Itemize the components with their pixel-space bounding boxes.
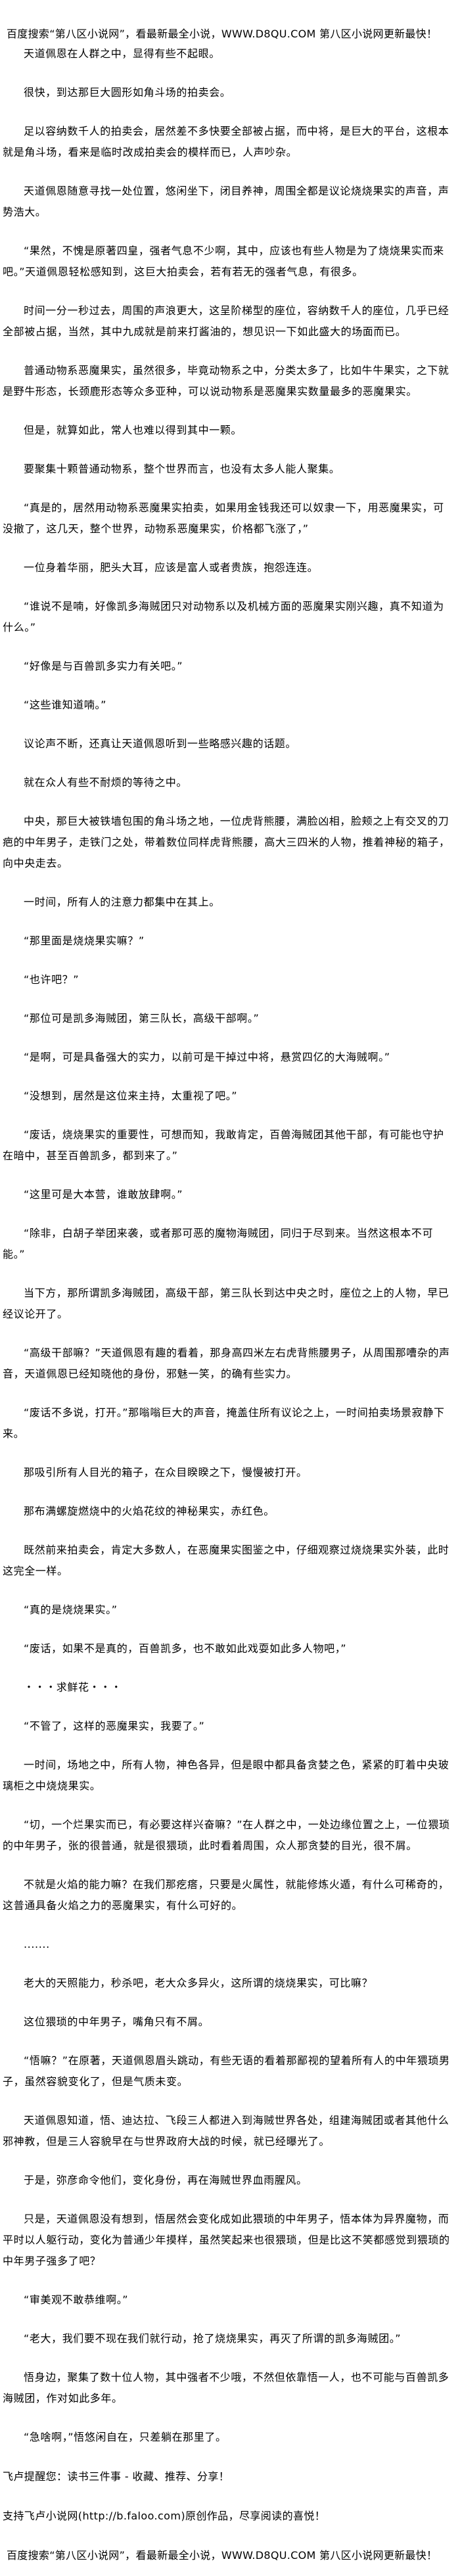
paragraph: 那吸引所有人目光的箱子，在众目睽睽之下，慢慢被打开。	[24, 1466, 308, 1479]
paragraph: 一位身着华丽，肥头大耳，应该是富人或者贵族，抱怨连连。	[24, 561, 319, 574]
paragraph: 普通动物系恶魔果实，虽然很多，毕竟动物系之中，分类太多了，比如牛牛果实，之下就是…	[3, 364, 449, 398]
paragraph: “没想到，居然是这位来主持，太重视了吧。”	[24, 1090, 238, 1102]
paragraph: “谁说不是喃，好像凯多海贼团只对动物系以及机械方面的恶魔果实刚兴趣，真不知道为什…	[3, 600, 444, 633]
faloo-reminder: 飞卢提醒您：读书三件事 - 收藏、推荐、分享！	[3, 2470, 230, 2483]
paragraph: “也许吧？”	[24, 973, 80, 986]
paragraph: “悟嘛？”在原著，天道佩恩眉头跳动，有些无语的看着那鄙视的望着所有人的中年猥琐男…	[3, 2054, 450, 2088]
paragraph: “好像是与百兽凯多实力有关吧。”	[24, 660, 183, 672]
paragraph: “果然，不愧是原著四皇，强者气息不少啊，其中，应该也有些人物是为了烧烧果实而来吧…	[3, 244, 444, 278]
paragraph: 既然前来拍卖会，肯定大多数人，在恶魔果实图鉴之中，仔细观察过烧烧果实外装，此时这…	[3, 1544, 449, 1577]
paragraph: “真是的，居然用动物系恶魔果实拍卖，如果用金钱我还可以奴隶一下，用恶魔果实，可没…	[3, 501, 444, 535]
paragraph: 不就是火焰的能力嘛？在我们那疙瘩，只要是火属性，就能修炼火遁，有什么可稀奇的，这…	[3, 1878, 449, 1912]
paragraph: 一时间，场地之中，所有人物，神色各异，但是眼中都具备贪婪之色，紧紧的盯着中央玻璃…	[3, 1759, 449, 1792]
paragraph: “是啊，可是具备强大的实力，以前可是干掉过中将，悬赏四亿的大海贼啊。”	[24, 1051, 390, 1063]
paragraph: 一时间，所有人的注意力都集中在其上。	[24, 896, 220, 908]
site-banner-top: 百度搜索“第八区小说网”，看最新最全小说，WWW.D8QU.COM 第八区小说网…	[7, 28, 438, 40]
paragraph: 足以容纳数千人的拍卖会，居然差不多快要全部被占据，而中将，是巨大的平台，这根本就…	[3, 125, 449, 158]
chapter-body: 天道佩恩在人群之中，显得有些不起眼。很快，到达那巨大圆形如角斗场的拍卖会。足以容…	[3, 43, 455, 2448]
paragraph: “急啥啊，”悟悠闲自在，只差躺在那里了。	[24, 2431, 227, 2443]
paragraph: 当下方，那所谓凯多海贼团，高级干部，第三队长到达中央之时，座位之上的人物，早已经…	[3, 1287, 449, 1320]
paragraph: “废话，如果不是真的，百兽凯多，也不敢如此戏耍如此多人物吧，”	[24, 1642, 347, 1655]
paragraph: 这位猥琐的中年男子，嘴角只有不屑。	[24, 2015, 210, 2028]
paragraph: “废话，烧烧果实的重要性，可想而知，我敢肯定，百兽海贼团其他干部，有可能也守护在…	[3, 1128, 444, 1162]
paragraph: 就在众人有些不耐烦的等待之中。	[24, 776, 188, 789]
paragraph: 要聚集十颗普通动物系，整个世界而言，也没有太多人能人聚集。	[24, 463, 340, 475]
site-banner-bottom: 百度搜索“第八区小说网”，看最新最全小说，WWW.D8QU.COM 第八区小说网…	[7, 2549, 438, 2562]
paragraph: “废话不多说，打开。”那嗡嗡巨大的声音，掩盖住所有议论之上，一时间拍卖场景寂静下…	[3, 1406, 445, 1440]
paragraph: “这些谁知道喃。”	[24, 699, 106, 711]
paragraph: 但是，就算如此，常人也难以得到其中一颗。	[24, 424, 242, 436]
paragraph: ・・・求鲜花・・・	[24, 1681, 122, 1693]
paragraph: 只是，天道佩恩没有想到，悟居然会变化成如此猥琐的中年男子，悟本体为异界魔物，而平…	[3, 2213, 450, 2267]
paragraph: “不管了，这样的恶魔果实，我要了。”	[24, 1720, 205, 1732]
paragraph: “真的是烧烧果实。”	[24, 1603, 118, 1616]
paragraph: 很快，到达那巨大圆形如角斗场的拍卖会。	[24, 86, 231, 99]
paragraph: 悟身边，聚集了数十位人物，其中强者不少哦，不然但依靠悟一人，也不可能与百兽凯多海…	[3, 2371, 449, 2404]
paragraph: 中央，那巨大被铁墙包围的角斗场之地，一位虎背熊腰，满脸凶相，脸颊之上有交叉的刀疤…	[3, 815, 450, 869]
paragraph: “那里面是烧烧果实嘛？”	[24, 934, 145, 947]
paragraph: 天道佩恩知道，悟、迪达拉、飞段三人都进入到海贼世界各处，组建海贼团或者其他什么邪…	[3, 2114, 449, 2148]
paragraph: 时间一分一秒过去，周围的声浪更大，这呈阶梯型的座位，容纳数千人的座位，几乎已经全…	[3, 304, 449, 338]
paragraph: 议论声不断，还真让天道佩恩听到一些略感兴趣的话题。	[24, 737, 297, 750]
paragraph: “那位可是凯多海贼团，第三队长，高级干部啊。”	[24, 1012, 260, 1024]
paragraph: 天道佩恩随意寻找一处位置，悠闲坐下，闭目养神，周围全都是议论烧烧果实的声音，声势…	[3, 185, 449, 218]
paragraph: 那布满螺旋燃烧中的火焰花纹的神秘果实，赤红色。	[24, 1505, 275, 1517]
paragraph: 于是，弥彦命令他们，变化身份，再在海贼世界血雨腥风。	[24, 2174, 308, 2186]
paragraph: .......	[24, 1938, 50, 1950]
paragraph: “审美观不敢恭维啊。”	[24, 2293, 129, 2306]
paragraph: “切，一个烂果实而已，有必要这样兴奋嘛？”在人群之中，一处边缘位置之上，一位猥琐…	[3, 1818, 450, 1852]
paragraph: “这里可是大本营，谁敢放肆啊。”	[24, 1188, 183, 1201]
paragraph: “老大，我们要不现在我们就行动，抢了烧烧果实，再灭了所谓的凯多海贼团。”	[24, 2332, 402, 2345]
paragraph: “高级干部嘛？”天道佩恩有趣的看着，那身高四米左右虎背熊腰男子，从周围那嘈杂的声…	[3, 1346, 450, 1380]
paragraph: 天道佩恩在人群之中，显得有些不起眼。	[24, 47, 220, 60]
faloo-support-link[interactable]: 支持飞卢小说网(http://b.faloo.com)原创作品，尽享阅读的喜悦！	[3, 2510, 326, 2522]
paragraph: 老大的天照能力，秒杀吧，老大众多异火，这所谓的烧烧果实，可比嘛？	[24, 1977, 373, 1989]
paragraph: “除非，白胡子举团来袭，或者那可恶的魔物海贼团，同归于尽到来。当然这根本不可能。…	[3, 1227, 434, 1260]
